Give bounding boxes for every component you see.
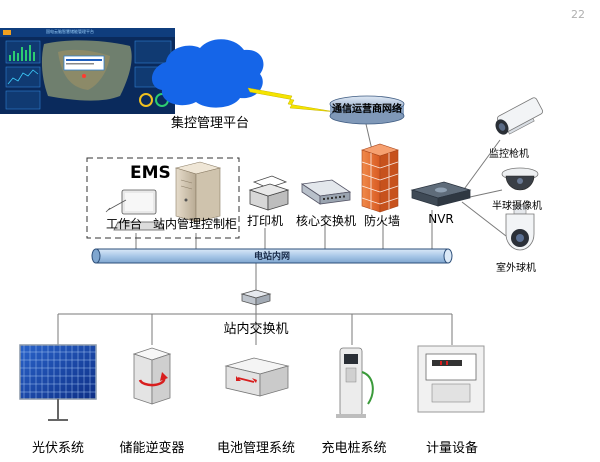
ptz-camera-icon	[505, 205, 535, 251]
storage-inverter-icon	[132, 347, 172, 405]
meter-label: 计量设备	[425, 441, 479, 456]
control-cabinet-label: 站内管理控制柜	[152, 217, 238, 231]
firewall-icon	[361, 143, 399, 213]
bms-label: 电池管理系统	[216, 441, 296, 456]
printer-icon	[248, 175, 290, 211]
core-switch-icon	[300, 179, 352, 205]
platform-screen-icon	[0, 28, 175, 114]
platform-screen-title: 国电云脑智慧储能管理平台	[46, 29, 94, 34]
meter-icon	[417, 345, 485, 413]
bms-icon	[224, 357, 290, 397]
core-switch-label: 核心交换机	[295, 214, 357, 228]
firewall-label: 防火墙	[363, 214, 401, 228]
cloud-icon	[151, 39, 264, 108]
charger-label: 充电桩系统	[321, 441, 387, 456]
nvr-label: NVR	[428, 212, 454, 226]
station-network-bus	[91, 248, 453, 264]
ems-group-frame	[86, 157, 240, 239]
station-switch-label: 站内交换机	[223, 322, 289, 337]
station-switch-icon	[240, 289, 272, 306]
dome-camera-label: 半球摄像机	[492, 201, 542, 212]
ptz-camera-label: 室外球机	[496, 263, 536, 274]
page-number: 22	[571, 8, 585, 21]
bullet-camera-icon	[495, 97, 543, 135]
lightning-icon	[247, 87, 337, 113]
control-cabinet-icon	[174, 161, 222, 223]
carrier-network-icon	[329, 95, 405, 125]
platform-label: 集控管理平台	[170, 116, 250, 131]
carrier-network-label: 通信运营商网络	[332, 104, 402, 115]
pcs-label: 储能逆变器	[119, 441, 185, 456]
station-network-label: 电站内网	[253, 252, 291, 262]
pv-label: 光伏系统	[31, 441, 85, 456]
nvr-icon	[410, 181, 472, 207]
bullet-camera-label: 监控枪机	[489, 149, 529, 160]
charger-icon	[336, 347, 374, 418]
ems-title: EMS	[130, 163, 171, 183]
workstation-icon	[105, 189, 165, 231]
workstation-label: 工作台	[105, 217, 143, 231]
printer-label: 打印机	[246, 214, 284, 228]
dome-camera-icon	[501, 167, 539, 191]
connection-lines	[57, 123, 507, 345]
pv-panel-icon	[19, 344, 97, 421]
